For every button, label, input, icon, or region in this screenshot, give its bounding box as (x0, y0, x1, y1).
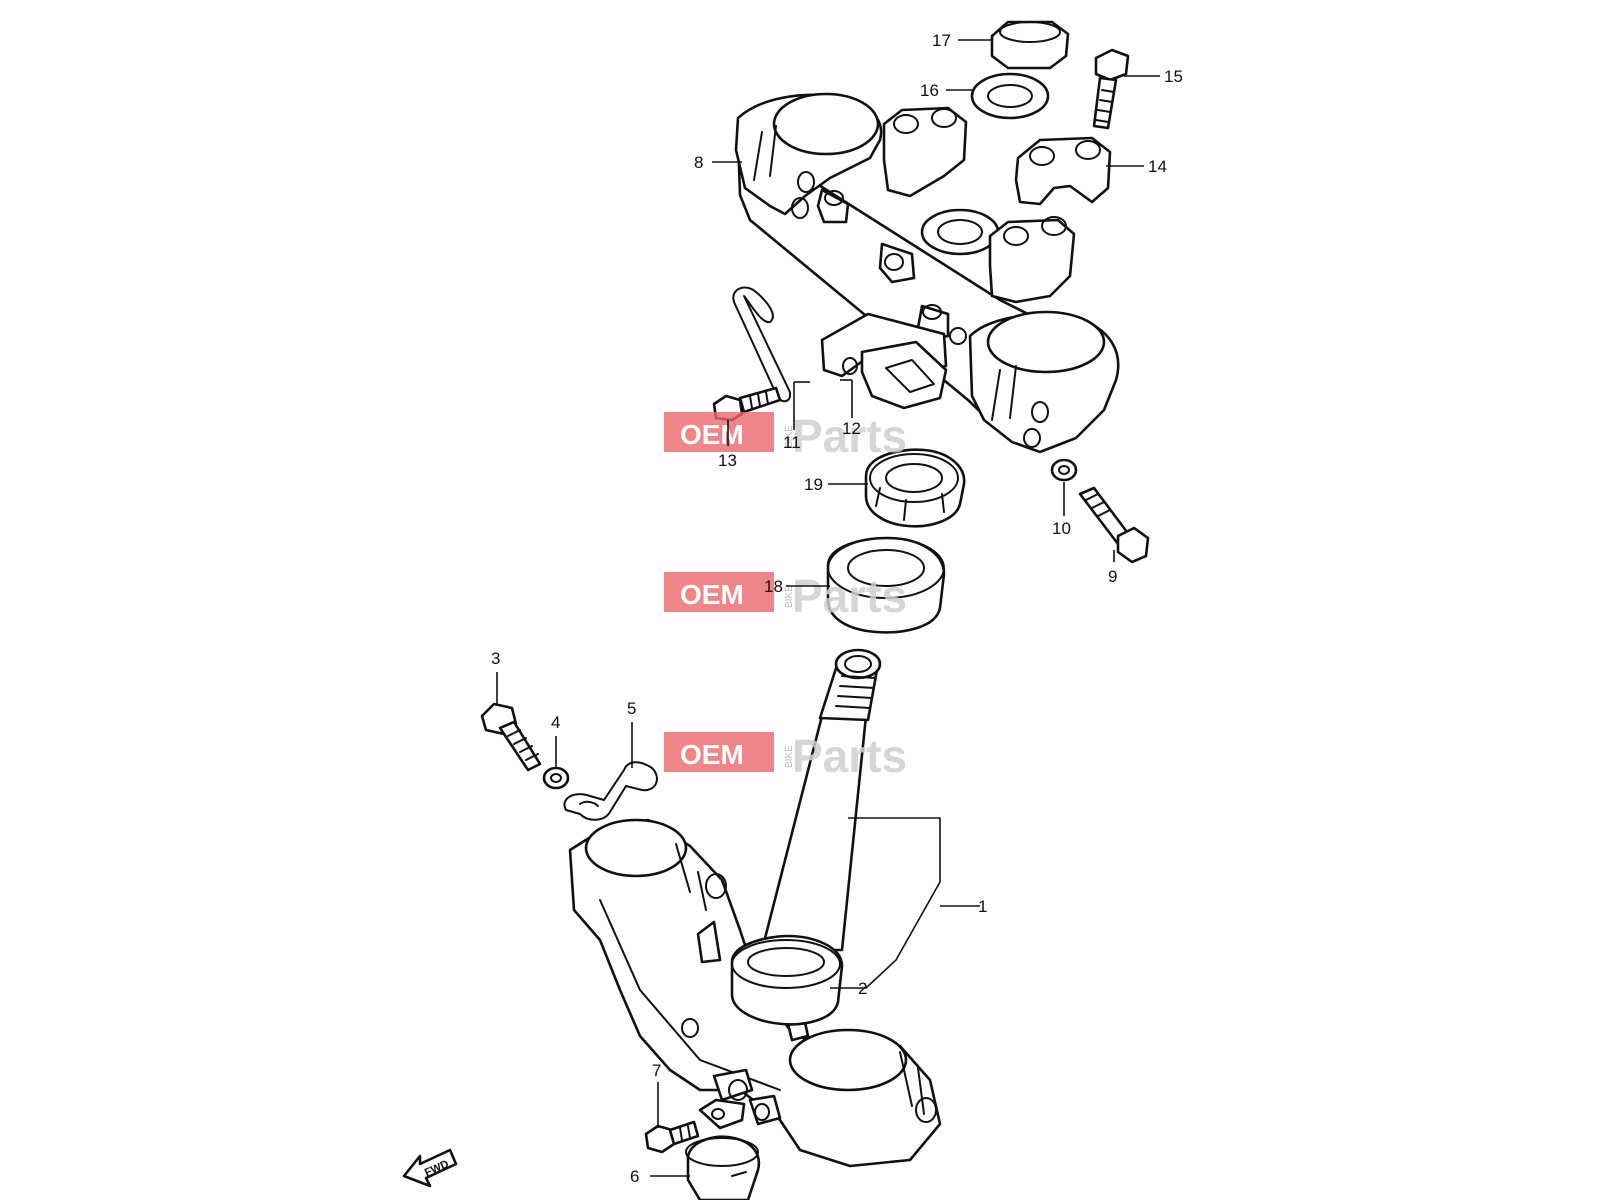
upper-bracket-part-8 (734, 92, 1120, 454)
lower-bearing-part-2 (730, 934, 844, 1026)
callout-15: 15 (1164, 67, 1183, 86)
forward-direction-arrow-icon: FWD (402, 1148, 458, 1188)
leader-1-bracket (830, 817, 941, 989)
callout-16: 16 (920, 81, 939, 100)
bearing-part-18 (826, 536, 946, 634)
bolt-part-3 (480, 702, 542, 772)
steering-stem-nut-part-19 (864, 448, 966, 528)
watermark-2: OEM BIKE Parts (664, 570, 907, 622)
bolt-part-7 (644, 1120, 700, 1154)
callout-6: 6 (630, 1167, 639, 1186)
watermark-bike-text: BIKE (784, 425, 795, 448)
callout-4: 4 (551, 713, 560, 732)
callout-11: 11 (783, 433, 801, 452)
steering-stem-lower-bracket-part-1 (568, 648, 942, 1168)
callout-17: 17 (932, 31, 951, 50)
watermark-3: OEM BIKE Parts (664, 730, 907, 782)
watermark-parts-text: Parts (792, 730, 907, 782)
leader-lines (496, 39, 1160, 1177)
callout-18: 18 (764, 577, 783, 596)
washer-part-10 (1050, 458, 1078, 482)
bolt-part-9 (1078, 486, 1150, 564)
callout-2: 2 (858, 979, 867, 998)
watermark-parts-text: Parts (792, 410, 907, 462)
washer-part-16 (970, 72, 1050, 120)
watermark-oem-text: OEM (680, 579, 744, 610)
washer-part-4 (542, 766, 570, 790)
watermark-bike-text: BIKE (784, 745, 795, 768)
callout-5: 5 (627, 699, 636, 718)
hose-clamp-part-6 (685, 1098, 761, 1200)
clip-part-11 (732, 286, 792, 403)
bolt-part-15 (1092, 48, 1130, 130)
callout-labels: 1 2 3 4 5 6 7 8 9 10 11 12 13 14 15 16 1… (491, 31, 1183, 1186)
callout-7: 7 (652, 1061, 661, 1080)
watermark-1: OEM BIKE Parts (664, 410, 907, 462)
callout-3: 3 (491, 649, 500, 668)
watermark-oem-text: OEM (680, 739, 744, 770)
callout-14: 14 (1148, 157, 1167, 176)
watermark-oem-text: OEM (680, 419, 744, 450)
callout-13: 13 (718, 451, 737, 470)
callout-10: 10 (1052, 519, 1071, 538)
hose-guide-part-12 (820, 312, 948, 410)
watermark-bike-text: BIKE (784, 585, 795, 608)
watermark-parts-text: Parts (792, 570, 907, 622)
nut-part-17 (990, 20, 1070, 70)
callout-1: 1 (978, 897, 987, 916)
handlebar-holder-part-14 (1014, 136, 1112, 206)
callout-8: 8 (694, 153, 703, 172)
callout-9: 9 (1108, 567, 1117, 586)
callout-12: 12 (842, 419, 861, 438)
callout-19: 19 (804, 475, 823, 494)
wire-clip-part-5 (563, 761, 658, 821)
